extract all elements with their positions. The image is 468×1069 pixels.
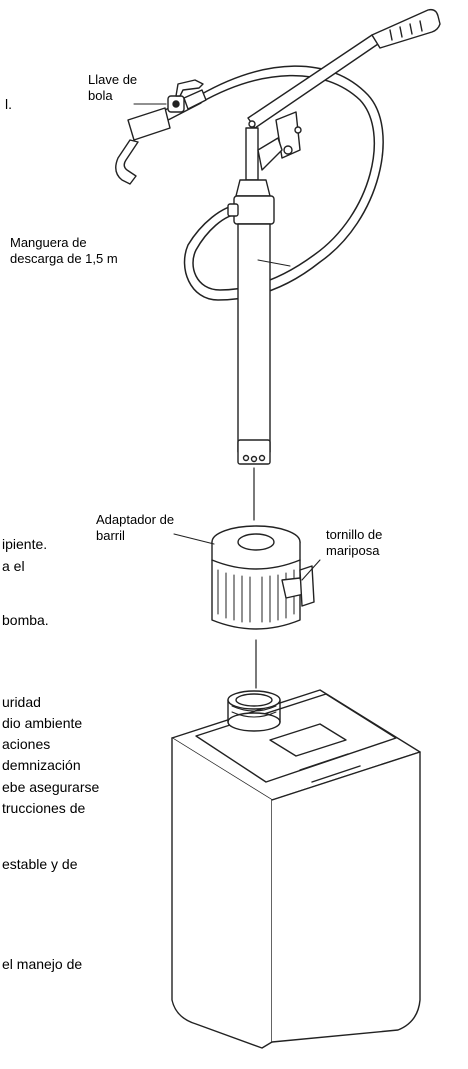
- text-fragment: uridad: [2, 694, 41, 710]
- text-fragment: el manejo de: [2, 956, 83, 972]
- text-fragment: ipiente.: [2, 536, 48, 552]
- text-fragment: estable y de: [2, 856, 78, 872]
- wing-screw-label: tornillo de mariposa: [326, 527, 383, 558]
- canister: [171, 689, 421, 1049]
- text-fragment: trucciones de: [2, 800, 86, 816]
- leader-lines: [133, 103, 321, 581]
- text-fragment: aciones: [2, 736, 51, 752]
- pump-tube: [237, 223, 271, 465]
- barrel-adapter-label: Adaptador de barril: [96, 512, 175, 543]
- discharge-hose-label: Manguera de descarga de 1,5 m: [10, 235, 118, 266]
- text-fragment: ebe asegurarse: [2, 779, 100, 795]
- ball-valve-label: Llave de bola: [88, 72, 138, 103]
- text-fragment: bomba.: [2, 612, 49, 628]
- text-fragment: dio ambiente: [2, 715, 83, 731]
- text-fragment: demnización: [2, 757, 81, 773]
- pump-handle: [247, 8, 441, 159]
- ball-valve: [115, 79, 207, 185]
- text-fragment: l.: [5, 96, 12, 112]
- pump-head: [227, 127, 283, 225]
- text-fragment: a el: [2, 558, 25, 574]
- barrel-adapter: [211, 525, 315, 630]
